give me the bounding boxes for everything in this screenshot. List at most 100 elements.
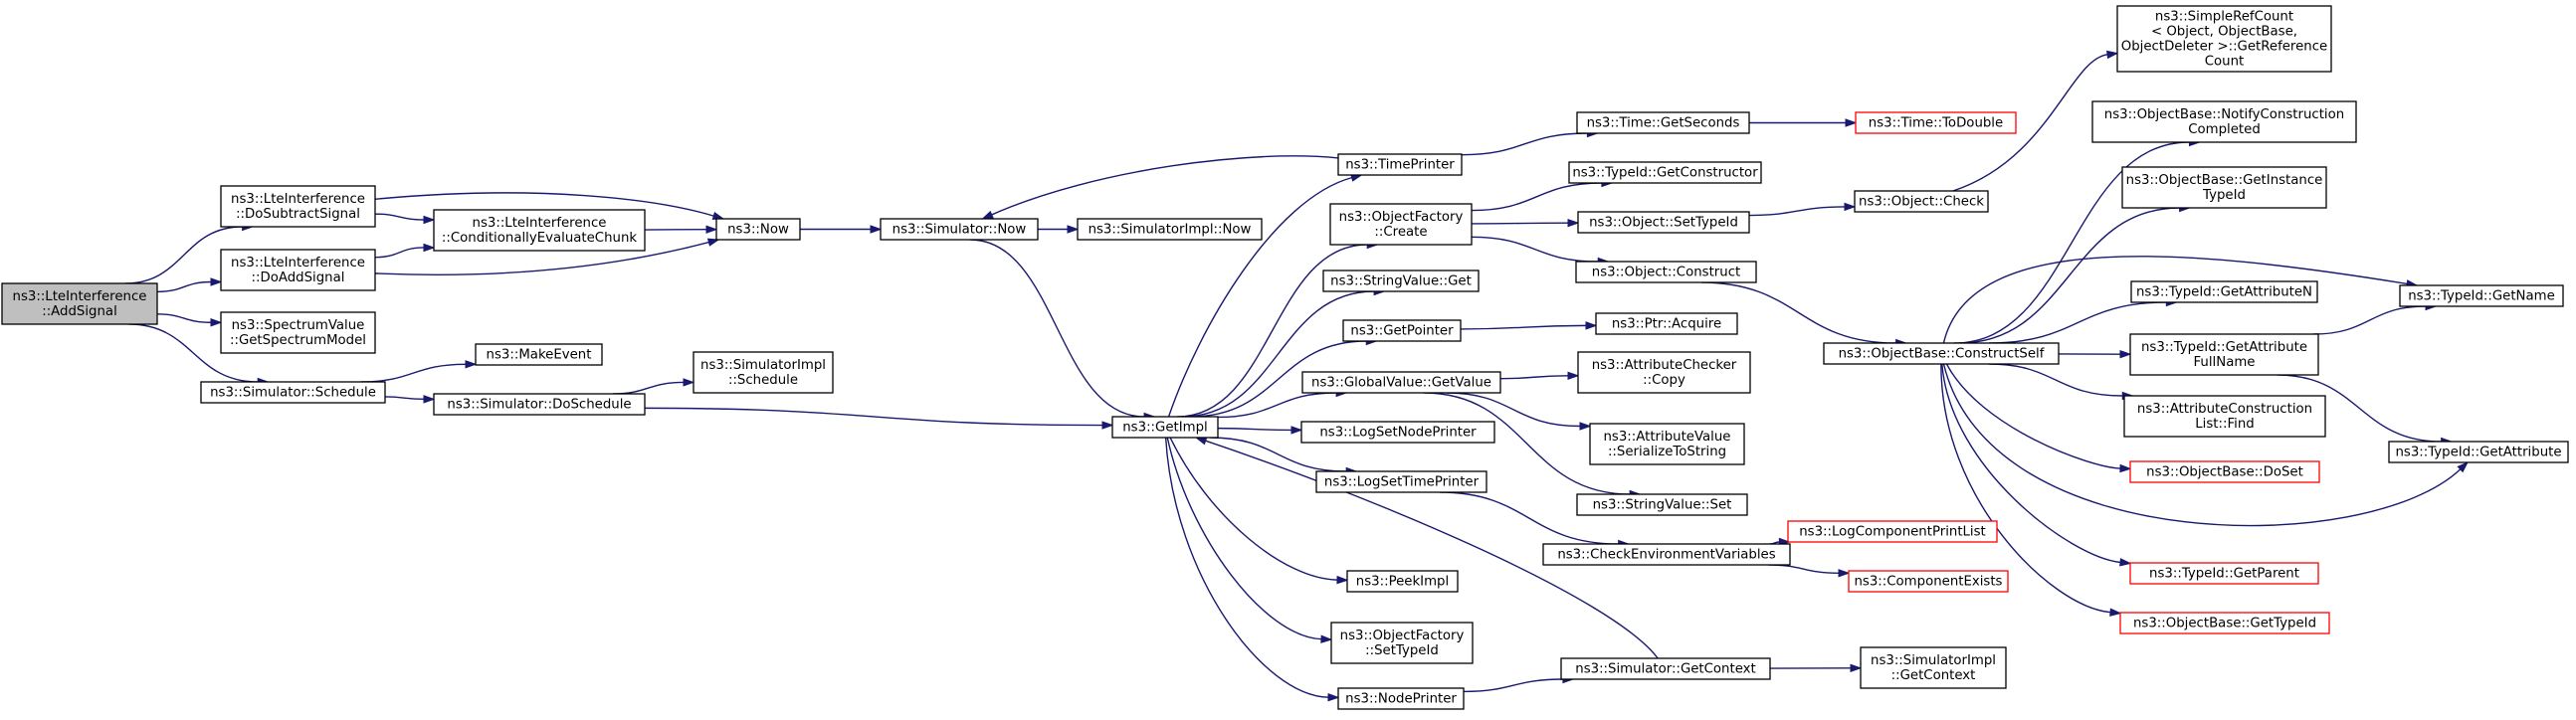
node-getspectrum[interactable]: ns3::SpectrumValue::GetSpectrumModel bbox=[220, 311, 376, 354]
node-box bbox=[1576, 111, 1750, 134]
node-tidgetattr[interactable]: ns3::TypeId::GetAttribute bbox=[2388, 441, 2569, 463]
node-objcheck[interactable]: ns3::Object::Check bbox=[1854, 190, 1989, 213]
node-tidgetname[interactable]: ns3::TypeId::GetName bbox=[2399, 284, 2564, 307]
node-ofcreate[interactable]: ns3::ObjectFactory::Create bbox=[1329, 203, 1473, 246]
node-ptracquire[interactable]: ns3::Ptr::Acquire bbox=[1595, 312, 1738, 335]
node-obdoset[interactable]: ns3::ObjectBase::DoSet bbox=[2129, 460, 2320, 483]
node-tidgetattrn[interactable]: ns3::TypeId::GetAttributeN bbox=[2130, 280, 2318, 303]
node-logcompprint[interactable]: ns3::LogComponentPrintList bbox=[1787, 520, 1998, 543]
edge-arrowhead bbox=[2119, 558, 2132, 567]
node-addsignal[interactable]: ns3::LteInterference::AddSignal bbox=[1, 282, 158, 325]
node-timeprinter[interactable]: ns3::TimePrinter bbox=[1337, 153, 1463, 176]
node-ofsettypeid[interactable]: ns3::ObjectFactory::SetTypeId bbox=[1330, 622, 1474, 664]
edge-arrowhead bbox=[423, 215, 436, 225]
node-simimplgetctx[interactable]: ns3::SimulatorImpl::GetContext bbox=[1860, 646, 2007, 689]
node-svget[interactable]: ns3::StringValue::Get bbox=[1322, 270, 1480, 292]
node-simnow[interactable]: ns3::Simulator::Now bbox=[880, 218, 1039, 241]
edge-simgetctx-to-simimplgetctx bbox=[1769, 663, 1863, 672]
node-getpointer[interactable]: ns3::GetPointer bbox=[1342, 319, 1462, 342]
edge-getimpl-to-nodeprinter bbox=[1164, 437, 1340, 702]
node-now[interactable]: ns3::Now bbox=[715, 218, 801, 241]
node-label-line: ns3::TypeId::GetName bbox=[2408, 289, 2555, 304]
node-gvgetvalue[interactable]: ns3::GlobalValue::GetValue bbox=[1301, 371, 1501, 394]
node-objsettypeid[interactable]: ns3::Object::SetTypeId bbox=[1577, 211, 1750, 234]
node-lognodeprinter[interactable]: ns3::LogSetNodePrinter bbox=[1300, 421, 1495, 444]
node-timetodouble[interactable]: ns3::Time::ToDouble bbox=[1855, 111, 2017, 134]
node-objconstruct[interactable]: ns3::Object::Construct bbox=[1575, 261, 1757, 283]
node-box bbox=[1542, 543, 1791, 566]
node-label-line: ns3::LteInterference bbox=[473, 216, 607, 231]
node-attrvalser[interactable]: ns3::AttributeValue::SerializeToString bbox=[1589, 423, 1745, 465]
node-label-line: Completed bbox=[2188, 122, 2261, 137]
node-svset[interactable]: ns3::StringValue::Set bbox=[1576, 493, 1748, 516]
node-attrcheckcopy[interactable]: ns3::AttributeChecker::Copy bbox=[1577, 351, 1751, 394]
node-label-line: ns3::GetPointer bbox=[1350, 324, 1454, 339]
edge-constructself-to-getinstancetid bbox=[1958, 203, 2192, 344]
edge-addsignal-to-doadd bbox=[156, 277, 223, 293]
node-label-line: ns3::Now bbox=[727, 223, 789, 238]
edge-now-to-simnow bbox=[800, 225, 883, 234]
node-tidgetparent[interactable]: ns3::TypeId::GetParent bbox=[2129, 562, 2319, 585]
edge-getimpl-to-gvgetvalue bbox=[1217, 388, 1348, 419]
node-dosubtract[interactable]: ns3::LteInterference::DoSubtractSignal bbox=[220, 185, 376, 228]
node-timegetsec[interactable]: ns3::Time::GetSeconds bbox=[1576, 111, 1750, 134]
node-checkenv[interactable]: ns3::CheckEnvironmentVariables bbox=[1542, 543, 1791, 566]
node-box bbox=[1577, 211, 1750, 234]
edge-getimpl-to-lognodeprinter bbox=[1217, 426, 1303, 435]
edge-line bbox=[969, 239, 1145, 418]
node-peekimpl[interactable]: ns3::PeekImpl bbox=[1346, 570, 1459, 593]
node-nodeprinter[interactable]: ns3::NodePrinter bbox=[1337, 687, 1465, 710]
node-label-line: List::Find bbox=[2195, 417, 2254, 432]
edge-line bbox=[1446, 392, 1581, 428]
node-label-line: ns3::ObjectBase::DoSet bbox=[2146, 465, 2303, 480]
node-simgetctx[interactable]: ns3::Simulator::GetContext bbox=[1560, 657, 1771, 680]
edge-simnow-to-getimpl bbox=[969, 239, 1156, 422]
edge-line bbox=[1945, 363, 2121, 469]
node-label-line: ns3::SpectrumValue bbox=[232, 318, 365, 333]
node-box bbox=[433, 209, 646, 252]
edge-arrowhead bbox=[1585, 321, 1598, 330]
node-makeevent[interactable]: ns3::MakeEvent bbox=[475, 343, 603, 366]
node-compexists[interactable]: ns3::ComponentExists bbox=[1848, 570, 2009, 593]
node-doadd[interactable]: ns3::LteInterference::DoAddSignal bbox=[220, 249, 376, 291]
edge-line bbox=[991, 155, 1339, 216]
edge-line bbox=[1989, 301, 2167, 344]
edge-doadd-to-now bbox=[374, 238, 720, 275]
node-box bbox=[1823, 342, 2060, 365]
node-doschedule[interactable]: ns3::Simulator::DoSchedule bbox=[433, 393, 646, 416]
node-label-line: ns3::ObjectBase::NotifyConstruction bbox=[2104, 107, 2344, 122]
node-label-line: ns3::AttributeChecker bbox=[1592, 358, 1737, 373]
node-simimplnow[interactable]: ns3::SimulatorImpl::Now bbox=[1077, 218, 1263, 241]
node-getimpl[interactable]: ns3::GetImpl bbox=[1111, 416, 1219, 439]
node-constructself[interactable]: ns3::ObjectBase::ConstructSelf bbox=[1823, 342, 2060, 365]
node-box bbox=[1315, 470, 1487, 493]
edge-line bbox=[1463, 678, 1563, 693]
node-box bbox=[2091, 100, 2357, 143]
node-box bbox=[2116, 5, 2332, 73]
edge-nodeprinter-to-simgetctx bbox=[1463, 674, 1575, 693]
node-tidgetctor[interactable]: ns3::TypeId::GetConstructor bbox=[1568, 161, 1762, 184]
node-box bbox=[2129, 460, 2320, 483]
edge-constructself-to-tidgetattrfull bbox=[2058, 349, 2132, 359]
node-label-line: ::DoSubtractSignal bbox=[236, 207, 360, 222]
node-label-line: ns3::SimpleRefCount bbox=[2155, 10, 2293, 25]
edge-getpointer-to-ptracquire bbox=[1460, 321, 1598, 330]
node-notifyconstr[interactable]: ns3::ObjectBase::NotifyConstructionCompl… bbox=[2091, 100, 2357, 143]
node-condeval[interactable]: ns3::LteInterference::ConditionallyEvalu… bbox=[433, 209, 646, 252]
node-label-line: FullName bbox=[2194, 355, 2256, 370]
node-box bbox=[1077, 218, 1263, 241]
node-label-line: ns3::Object::Check bbox=[1859, 195, 1984, 210]
node-simimplsched[interactable]: ns3::SimulatorImpl::Schedule bbox=[693, 351, 834, 394]
edge-arrowhead bbox=[423, 395, 436, 404]
node-label-line: ns3::GetImpl bbox=[1122, 421, 1207, 436]
node-label-line: ns3::StringValue::Set bbox=[1593, 498, 1732, 513]
edge-arrowhead bbox=[981, 210, 994, 220]
node-logtimeprinter[interactable]: ns3::LogSetTimePrinter bbox=[1315, 470, 1487, 493]
node-label-line: ::SerializeToString bbox=[1608, 445, 1726, 459]
node-obgettypeid[interactable]: ns3::ObjectBase::GetTypeId bbox=[2119, 612, 2330, 634]
node-simplerefcount[interactable]: ns3::SimpleRefCount< Object, ObjectBase,… bbox=[2116, 5, 2332, 73]
node-schedule[interactable]: ns3::Simulator::Schedule bbox=[200, 381, 386, 404]
